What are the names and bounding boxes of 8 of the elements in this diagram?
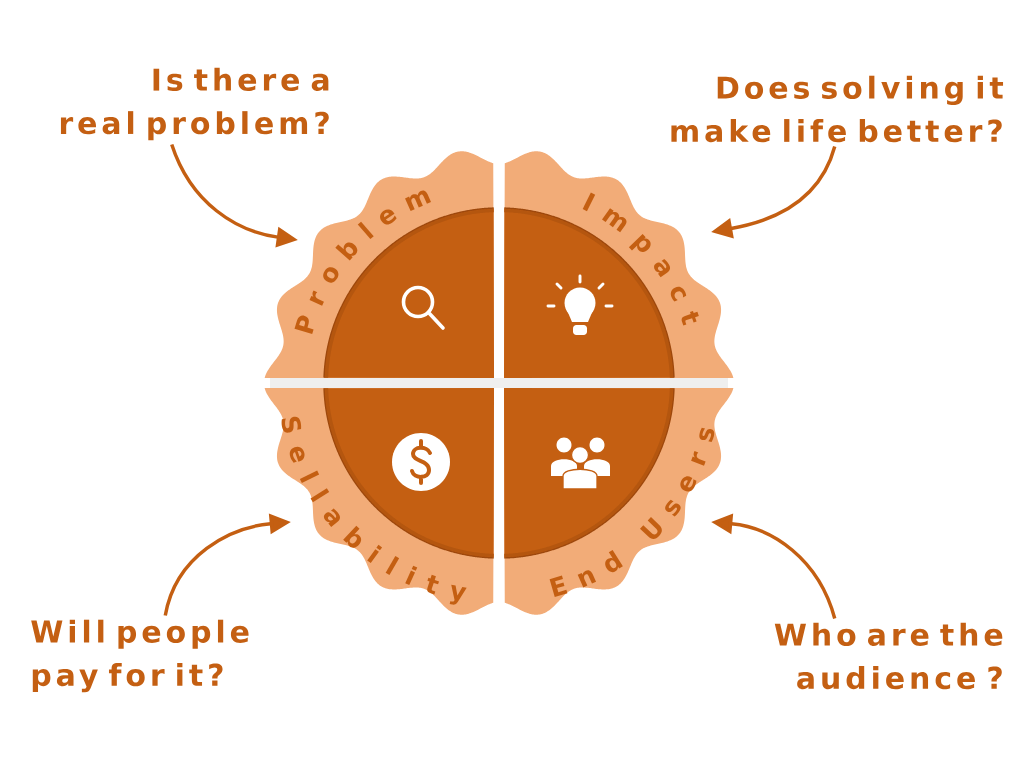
circle-quadrant: Problem	[264, 151, 495, 379]
circle-quadrant: End Users	[503, 387, 734, 615]
question-text: Is there a real problem?	[60, 67, 329, 141]
question-text: Does solving it make life better?	[671, 75, 1004, 143]
circle-quadrant: Impact	[503, 151, 734, 379]
circle-quadrant: Sellability	[264, 387, 495, 615]
question-text: Will people pay for it?	[31, 619, 249, 693]
question-text: Who are the audience ?	[774, 622, 1003, 690]
